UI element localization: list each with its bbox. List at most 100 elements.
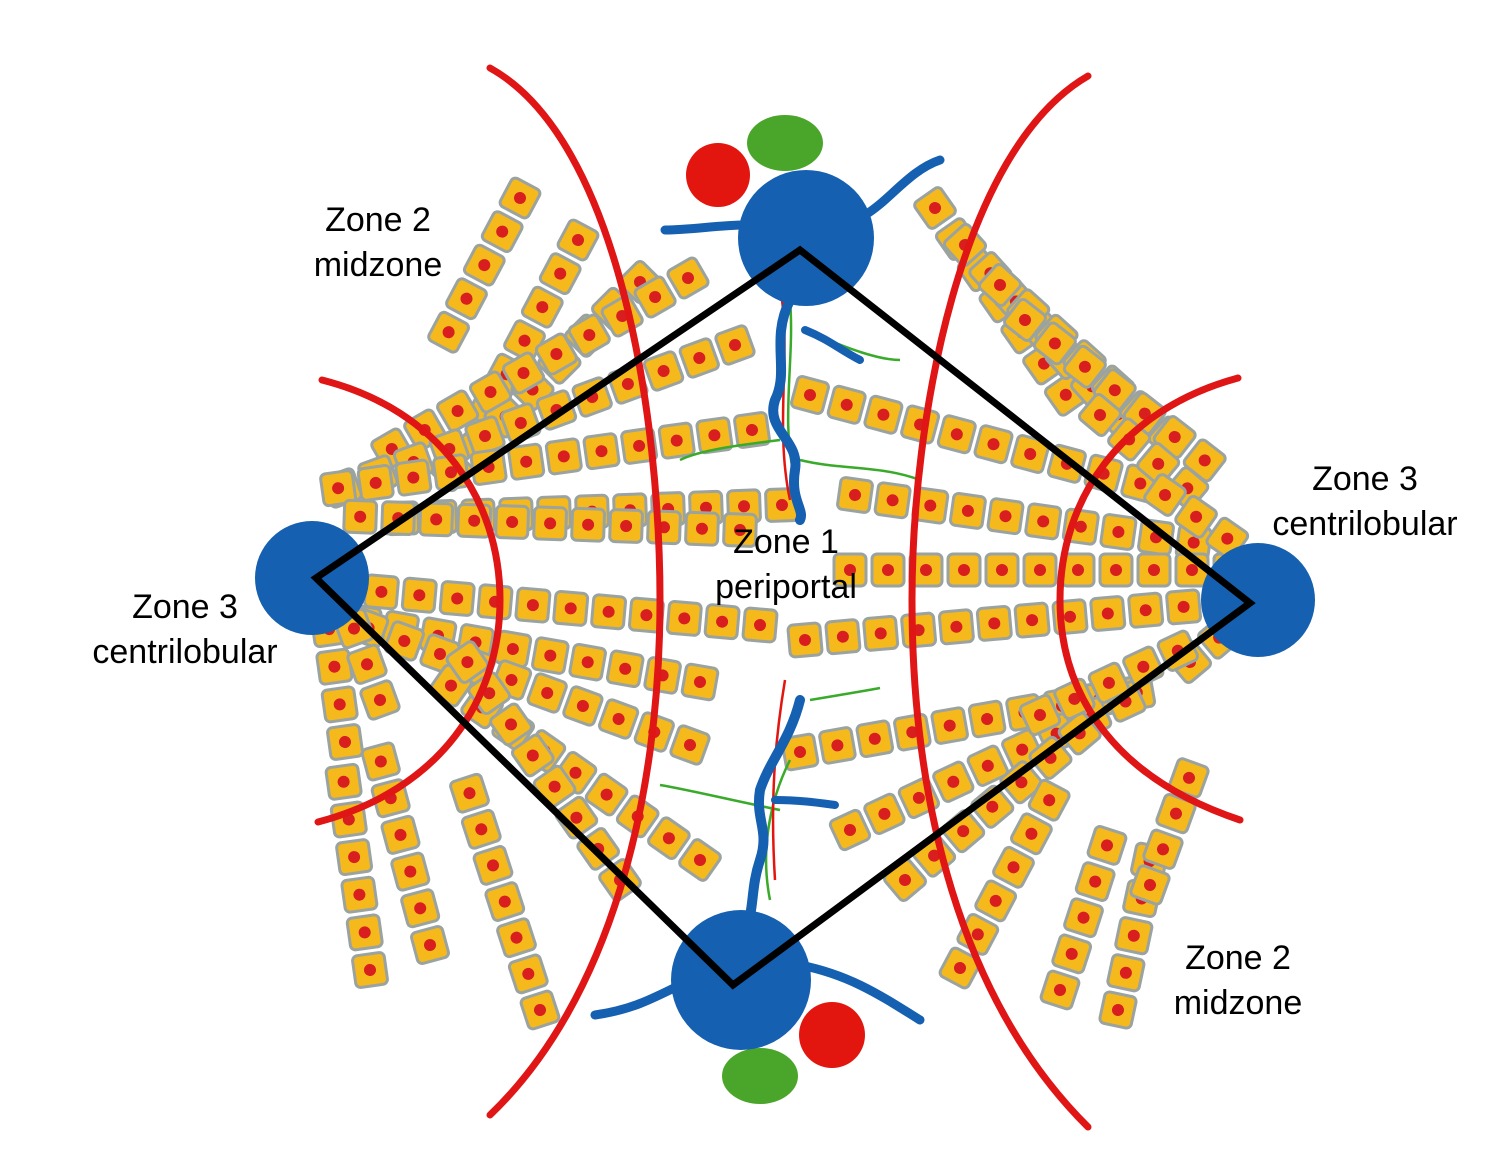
- central-vein-right: [1201, 543, 1315, 657]
- hepatocyte-cell: [1024, 502, 1063, 541]
- hepatocyte-cell: [567, 313, 611, 357]
- label-line: Zone 1: [733, 523, 839, 561]
- label-line: periportal: [715, 568, 857, 606]
- bile-duct-dot: [747, 115, 823, 171]
- hepatocyte-cell: [948, 491, 987, 530]
- hepatocyte-cell: [418, 501, 455, 538]
- hepatocyte-cell: [1039, 969, 1081, 1011]
- hepatocyte-cell: [1053, 677, 1096, 721]
- hepatocyte-cell: [359, 679, 401, 721]
- hepatocyte-cell: [966, 744, 1009, 787]
- label-line: Zone 3: [132, 588, 238, 626]
- hepatocyte-cell: [937, 608, 975, 646]
- hepatocyte-cell: [669, 724, 711, 766]
- hepatocyte-cell: [824, 618, 862, 656]
- hepatocyte-cell: [608, 508, 644, 544]
- hepatocyte-cell: [507, 442, 546, 481]
- hepatocyte-cell: [315, 647, 354, 686]
- hepatocyte-cell: [714, 324, 756, 366]
- hepatocyte-cell: [893, 712, 932, 752]
- portal-triad-top: [686, 115, 874, 306]
- hepatocyte-cell: [1165, 588, 1203, 626]
- hepatocyte-cell: [1114, 916, 1154, 956]
- hepatocyte-cell: [496, 917, 537, 959]
- portal-vein: [738, 170, 874, 306]
- green-capillary: [764, 759, 792, 901]
- hepatocyte-cell: [568, 642, 607, 682]
- hepatocyte-cell: [342, 498, 379, 535]
- hepatocyte-cell: [562, 685, 604, 727]
- hepatocyte-cell: [445, 640, 490, 684]
- hepatocyte-cell: [494, 504, 530, 540]
- hepatocyte-cell: [1136, 552, 1172, 588]
- hepatocyte-cell: [633, 275, 677, 319]
- vessel-branch: [740, 695, 805, 935]
- vessel-branch: [768, 295, 806, 525]
- hepatocyte-cell: [1089, 595, 1127, 632]
- hepatocyte-cell: [1013, 601, 1051, 639]
- hepatocyte-cell: [1051, 933, 1093, 975]
- hepatocyte-cell: [836, 476, 874, 514]
- hepatocyte-cell: [855, 719, 895, 759]
- hepatocyte-cell: [503, 319, 546, 363]
- hepatocyte-cell: [514, 586, 552, 624]
- hepatocyte-cell: [986, 497, 1025, 536]
- zone-boundary-curve: [1056, 374, 1244, 824]
- hepatocyte-cell: [1098, 990, 1138, 1030]
- zone2-top-left-label: Zone 2 midzone: [300, 198, 456, 288]
- hepatocyte-cell: [695, 416, 734, 455]
- hepatocyte-cell: [657, 421, 696, 460]
- zone1-center-label: Zone 1 periportal: [700, 520, 872, 610]
- hepatic-artery-dot: [686, 143, 750, 207]
- hepatocyte-cell: [335, 838, 374, 877]
- red-capillary: [771, 679, 787, 881]
- label-line: Zone 2: [325, 201, 431, 239]
- hepatocyte-cell: [1078, 393, 1122, 437]
- label-line: Zone 2: [1185, 939, 1291, 977]
- hepatocyte-cell: [526, 672, 568, 714]
- hepatocyte-cell: [1028, 735, 1073, 780]
- hepatocyte-cell: [999, 760, 1044, 805]
- hepatocyte-cell: [1062, 344, 1107, 389]
- hepatocyte-cell: [320, 685, 359, 724]
- hepatocyte-cell: [484, 881, 526, 922]
- hepatocyte-cell: [1098, 552, 1134, 588]
- hepatocyte-cell: [1032, 321, 1077, 366]
- hepatocyte-cell: [544, 437, 583, 476]
- hepatocyte-cell: [510, 733, 555, 778]
- hepatocyte-cell: [828, 808, 872, 852]
- hepatocyte-cell: [1018, 693, 1062, 737]
- vessel-branch: [771, 796, 839, 809]
- hepatocyte-cell: [733, 411, 771, 449]
- hepatocyte-cell: [480, 210, 524, 253]
- hepatocyte-cell: [356, 463, 395, 502]
- hepatocyte-cell: [930, 706, 969, 745]
- hepatocyte-cell: [590, 593, 628, 631]
- hepatocyte-cell: [394, 458, 433, 497]
- hepatocyte-cell: [1136, 441, 1181, 486]
- hepatic-artery-dot: [799, 1002, 865, 1068]
- hepatocyte-cell: [390, 851, 431, 892]
- hepatocyte-cell: [445, 277, 488, 321]
- hepatocyte-cell: [992, 845, 1035, 889]
- hepatocyte-cell: [967, 699, 1007, 739]
- hepatocyte-cell: [1010, 434, 1051, 474]
- hepatocyte-cell: [703, 603, 741, 641]
- lobule-outline: [310, 245, 1256, 990]
- hepatocyte-cell: [380, 814, 421, 855]
- hepatocyte-cell: [534, 332, 578, 376]
- hepatocyte-cell: [678, 337, 720, 379]
- hepatocyte-cell: [570, 506, 606, 543]
- hepatocyte-cell: [780, 732, 820, 772]
- hepatocyte-cell: [1129, 864, 1171, 906]
- hepatocyte-cell: [472, 845, 514, 886]
- hepatocyte-cell: [538, 252, 582, 295]
- hepatocyte-cell: [1143, 473, 1187, 517]
- vessel-branch: [590, 980, 685, 1020]
- hepatocyte-cell: [319, 469, 358, 508]
- hepatocyte-cell: [489, 702, 533, 747]
- hepatocyte-cell: [1106, 953, 1146, 993]
- hepatocyte-cell: [643, 656, 682, 695]
- vessel-branch: [801, 326, 864, 364]
